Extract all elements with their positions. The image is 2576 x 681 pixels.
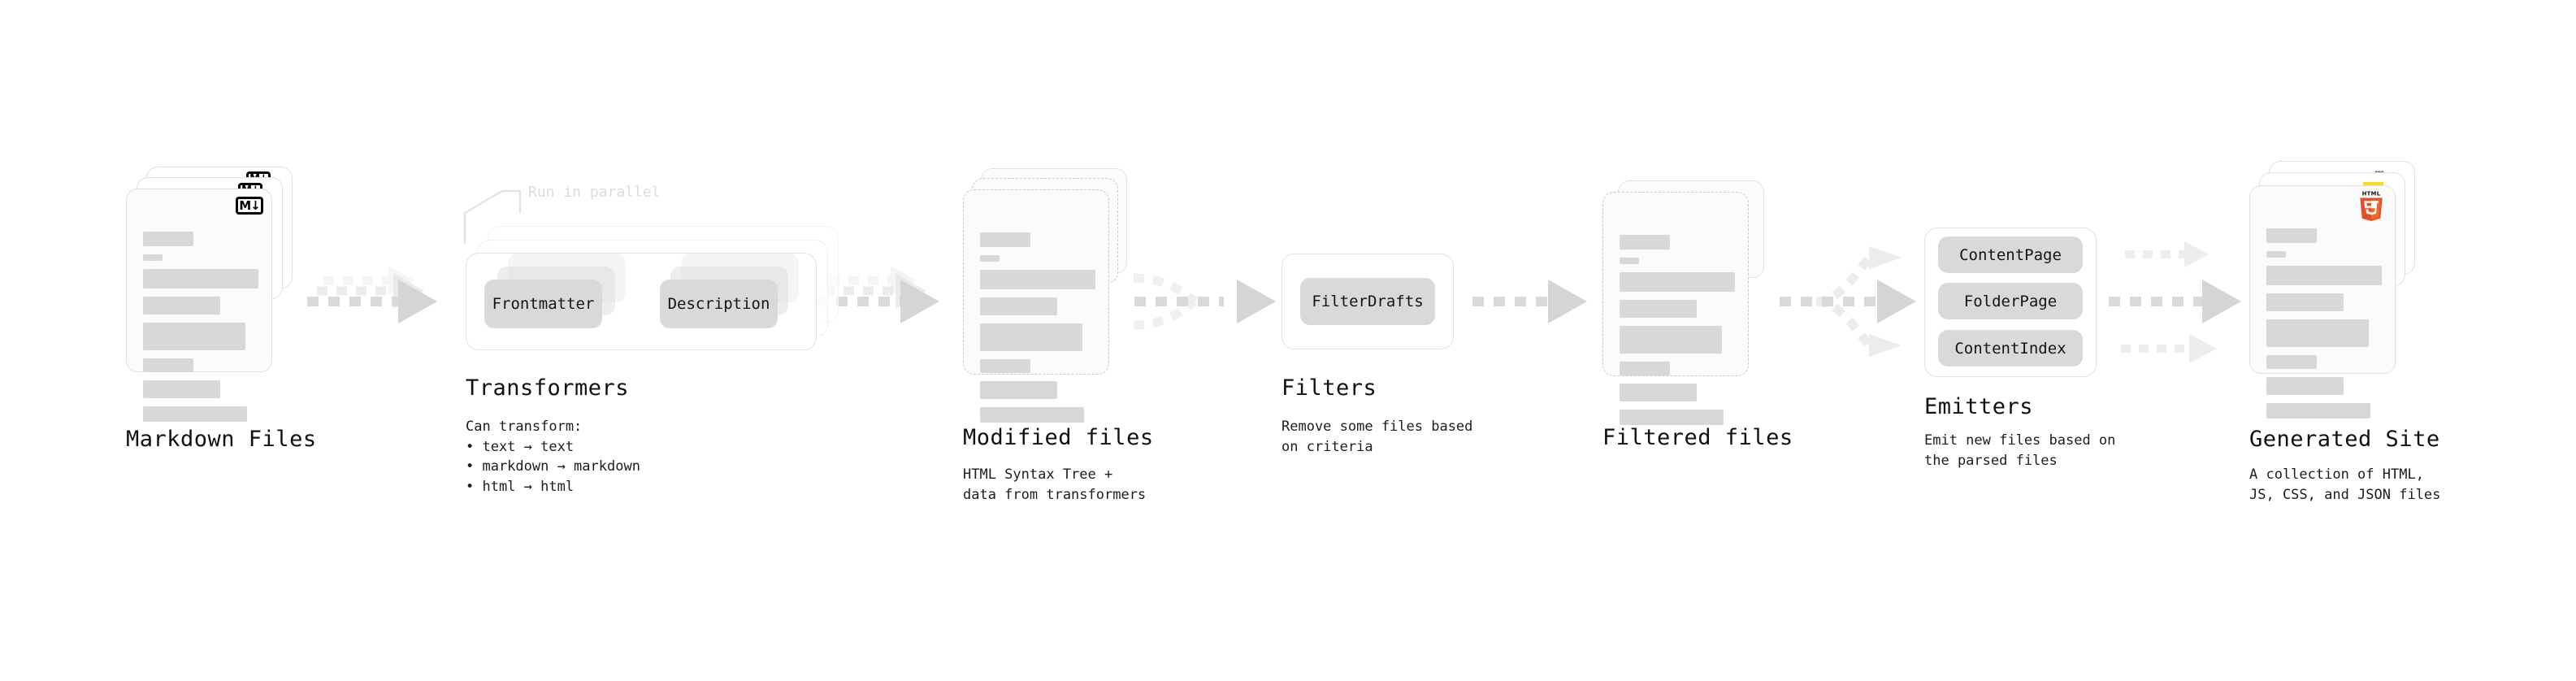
doc-line xyxy=(2266,355,2317,369)
arrow-filters-to-filtered xyxy=(1472,280,1587,323)
doc-line xyxy=(980,407,1084,423)
doc-line xyxy=(143,269,258,288)
emitter-chip-contentpage-label: ContentPage xyxy=(1959,245,2062,264)
emitter-chip-folderpage-label: FolderPage xyxy=(1963,292,2058,310)
doc-line xyxy=(2266,266,2382,285)
emitters-title: Emitters xyxy=(1924,394,2034,419)
transformers-desc: Can transform: • text → text • markdown … xyxy=(466,419,640,495)
doc-line xyxy=(980,381,1057,399)
markdown-icon: M↓ xyxy=(236,197,263,215)
filters-desc: Remove some files based on criteria xyxy=(1281,419,1473,455)
doc-line xyxy=(1620,326,1722,354)
doc-line xyxy=(980,270,1095,289)
arrow-filtered-to-emitters xyxy=(1780,246,1916,357)
arrow-emitters-to-site xyxy=(2109,241,2241,363)
transformer-chip-frontmatter[interactable]: Frontmatter xyxy=(484,280,602,328)
doc-line xyxy=(2266,228,2317,243)
doc-line xyxy=(143,406,247,422)
doc-line xyxy=(1620,384,1697,401)
generated-site-desc: A collection of HTML, JS, CSS, and JSON … xyxy=(2249,466,2441,503)
emitter-chip-folderpage[interactable]: FolderPage xyxy=(1938,283,2083,319)
transformer-chip-frontmatter-label: Frontmatter xyxy=(492,295,595,313)
doc-line xyxy=(980,323,1082,351)
doc-line xyxy=(1620,300,1697,318)
html5-icon: HTML xyxy=(2357,189,2385,222)
emitter-chip-contentindex-label: ContentIndex xyxy=(1954,339,2066,358)
arrow-modified-to-filters xyxy=(1133,273,1276,330)
doc-line xyxy=(143,232,193,246)
doc-line xyxy=(143,323,245,350)
transformers-title: Transformers xyxy=(466,375,630,401)
svg-text:HTML: HTML xyxy=(2362,190,2381,197)
arrow-markdown-to-transformers xyxy=(307,266,437,323)
markdown-card-front: M↓ xyxy=(126,189,272,422)
doc-line xyxy=(1620,362,1670,375)
doc-line xyxy=(2266,319,2369,347)
emitters-desc: Emit new files based on the parsed files xyxy=(1924,432,2116,469)
doc-line xyxy=(143,297,220,314)
doc-placeholder-lines xyxy=(1620,235,1735,433)
filter-chip-filterdrafts[interactable]: FilterDrafts xyxy=(1300,278,1435,325)
doc-line xyxy=(2266,293,2344,311)
doc-line xyxy=(980,255,1000,262)
doc-line xyxy=(980,359,1030,373)
doc-line xyxy=(2266,403,2370,419)
doc-line xyxy=(1620,258,1639,264)
generated-card-front: HTML xyxy=(2249,185,2396,419)
run-in-parallel-label: Run in parallel xyxy=(528,184,661,201)
doc-placeholder-lines xyxy=(143,232,258,430)
doc-line xyxy=(1620,410,1724,425)
doc-line xyxy=(1620,235,1670,249)
doc-placeholder-lines xyxy=(2266,228,2382,427)
generated-site-title: Generated Site xyxy=(2249,427,2440,452)
doc-line xyxy=(1620,272,1735,292)
doc-line xyxy=(143,254,163,261)
filtered-card-front xyxy=(1602,192,1749,425)
doc-line xyxy=(143,380,220,398)
emitter-chip-contentindex[interactable]: ContentIndex xyxy=(1938,330,2083,367)
emitter-chip-contentpage[interactable]: ContentPage xyxy=(1938,236,2083,273)
transformer-chip-description[interactable]: Description xyxy=(660,280,778,328)
modified-files-desc: HTML Syntax Tree + data from transformer… xyxy=(963,466,1147,503)
doc-line xyxy=(2266,251,2286,258)
doc-placeholder-lines xyxy=(980,232,1095,431)
modified-files-title: Modified files xyxy=(963,425,1154,450)
doc-line xyxy=(980,297,1057,315)
doc-line xyxy=(143,358,193,372)
filter-chip-filterdrafts-label: FilterDrafts xyxy=(1312,293,1424,310)
modified-card-front xyxy=(963,189,1109,423)
doc-line xyxy=(2266,377,2344,395)
doc-line xyxy=(980,232,1030,247)
markdown-files-title: Markdown Files xyxy=(126,427,317,452)
transformer-chip-description-label: Description xyxy=(667,295,770,313)
filters-title: Filters xyxy=(1281,375,1377,401)
filtered-files-title: Filtered files xyxy=(1602,425,1793,450)
